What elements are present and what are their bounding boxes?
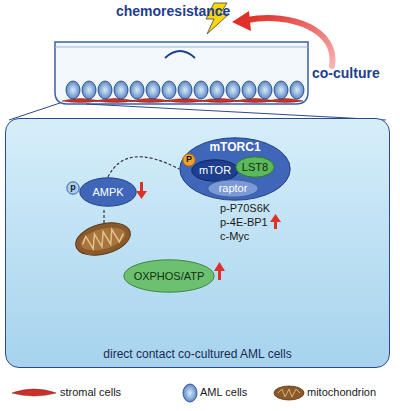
- cell-box: direct contact co-cultured AML cells mTOR…: [5, 118, 390, 368]
- node-text: mTORC1: [209, 141, 260, 154]
- phospho-circle-shape: [183, 154, 195, 166]
- protein-ellipse-shape: [236, 157, 274, 177]
- legend-text: AML cells: [200, 386, 247, 398]
- protein-ellipse-shape: [208, 180, 258, 197]
- protein-label: p-P70S6K: [220, 202, 270, 214]
- legend-text: mitochondrion: [307, 386, 376, 398]
- complex-ellipse-shape: [180, 138, 290, 200]
- legend-stromal-sample: [12, 389, 56, 396]
- phospho-circle: p: [66, 181, 80, 195]
- protein-label: c-Myc: [220, 230, 249, 242]
- heading-label: chemoresistance: [116, 4, 230, 19]
- phospho-circle-shape: [67, 182, 79, 194]
- up-arrow: [214, 262, 225, 280]
- protein-ellipse-shape: [192, 160, 238, 181]
- node-text: OXPHOS/ATP: [134, 270, 205, 282]
- connector-line: [108, 157, 179, 177]
- process-ellipse: OXPHOS/ATP: [123, 259, 215, 293]
- protein-ellipse-shape: [80, 178, 136, 206]
- legend-text: stromal cells: [60, 386, 121, 398]
- protein-ellipse: raptor: [207, 179, 259, 198]
- protein-label: p-4E-BP1: [220, 216, 268, 228]
- phospho-circle: P: [182, 153, 196, 167]
- node-text: AMPK: [92, 186, 123, 198]
- protein-ellipse: mTOR: [191, 159, 239, 182]
- up-arrow: [270, 214, 281, 229]
- node-text: raptor: [219, 182, 248, 194]
- down-arrow: [136, 182, 147, 199]
- legend-mito-sample: [274, 386, 304, 400]
- process-ellipse-shape: [124, 260, 214, 292]
- node-text: direct contact co-cultured AML cells: [103, 348, 291, 361]
- dashed-link: [103, 208, 104, 223]
- node-text: LST8: [242, 161, 268, 173]
- protein-ellipse: AMPK: [79, 177, 137, 207]
- node-text: p: [70, 183, 76, 193]
- complex-ellipse: mTORC1PmTOR LST8 raptor: [179, 137, 291, 201]
- culture-dish: [55, 42, 308, 104]
- node-text: P: [186, 155, 192, 165]
- aml-cells: [66, 81, 304, 99]
- process-label: co-culture: [312, 66, 380, 81]
- mitochondrion-symbol: [72, 217, 134, 260]
- legend-aml-sample: [183, 384, 197, 402]
- protein-ellipse: LST8: [235, 156, 275, 178]
- dashed-connector: [108, 157, 179, 177]
- node-text: mTOR: [199, 164, 231, 176]
